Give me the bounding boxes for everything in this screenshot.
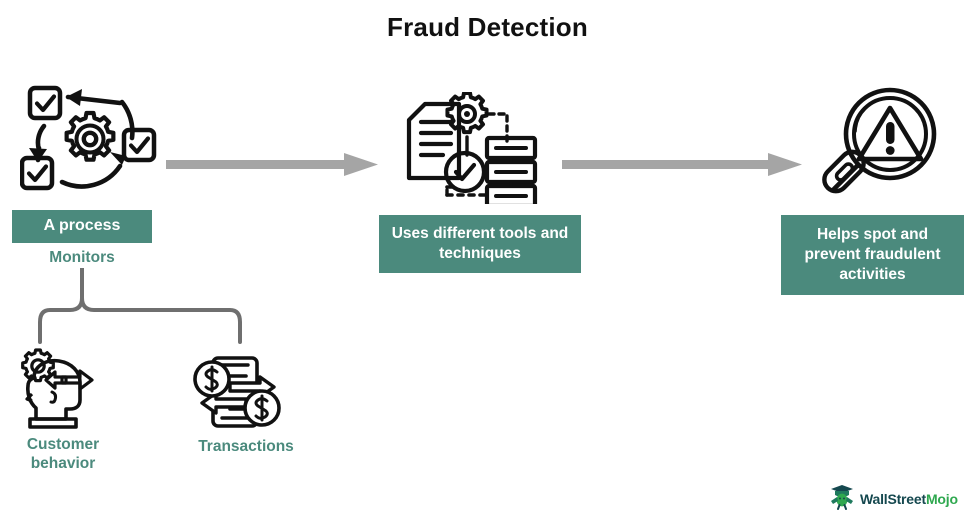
stage-3-label-box: Helps spot and prevent fraudulent activi…: [781, 215, 964, 295]
curly-brace-connector-icon: [38, 266, 258, 353]
right-arrow-icon: [166, 152, 378, 183]
page-title: Fraud Detection: [387, 12, 588, 42]
process-cycle-icon: [19, 82, 160, 207]
tools-techniques-icon: [403, 91, 539, 209]
right-arrow-icon: [562, 152, 802, 183]
branch-customer-behavior-label: Customer behavior: [26, 436, 100, 472]
stage-2-label-text: Uses different tools and techniques: [391, 225, 569, 262]
wallstreetmojo-mascot-icon: [829, 482, 855, 515]
money-exchange-icon: [192, 352, 284, 441]
stage-3-label-text: Helps spot and prevent fraudulent activi…: [804, 226, 941, 283]
wallstreetmojo-logo[interactable]: WallStreetMojo: [829, 482, 958, 515]
logo-text-primary: WallStreet: [860, 490, 926, 507]
branch-transactions-label: Transactions: [198, 438, 294, 455]
wallstreetmojo-logo-text: WallStreetMojo: [860, 491, 958, 507]
head-gear-icon: [12, 348, 108, 437]
stage-1-sub-label: Monitors: [49, 249, 115, 266]
magnifier-warning-icon: [818, 86, 944, 209]
stage-1-label-box: A process: [12, 210, 152, 243]
stage-1-label-text: A process: [43, 217, 121, 235]
stage-2-label-box: Uses different tools and techniques: [379, 215, 581, 273]
logo-text-accent: Mojo: [925, 490, 958, 507]
